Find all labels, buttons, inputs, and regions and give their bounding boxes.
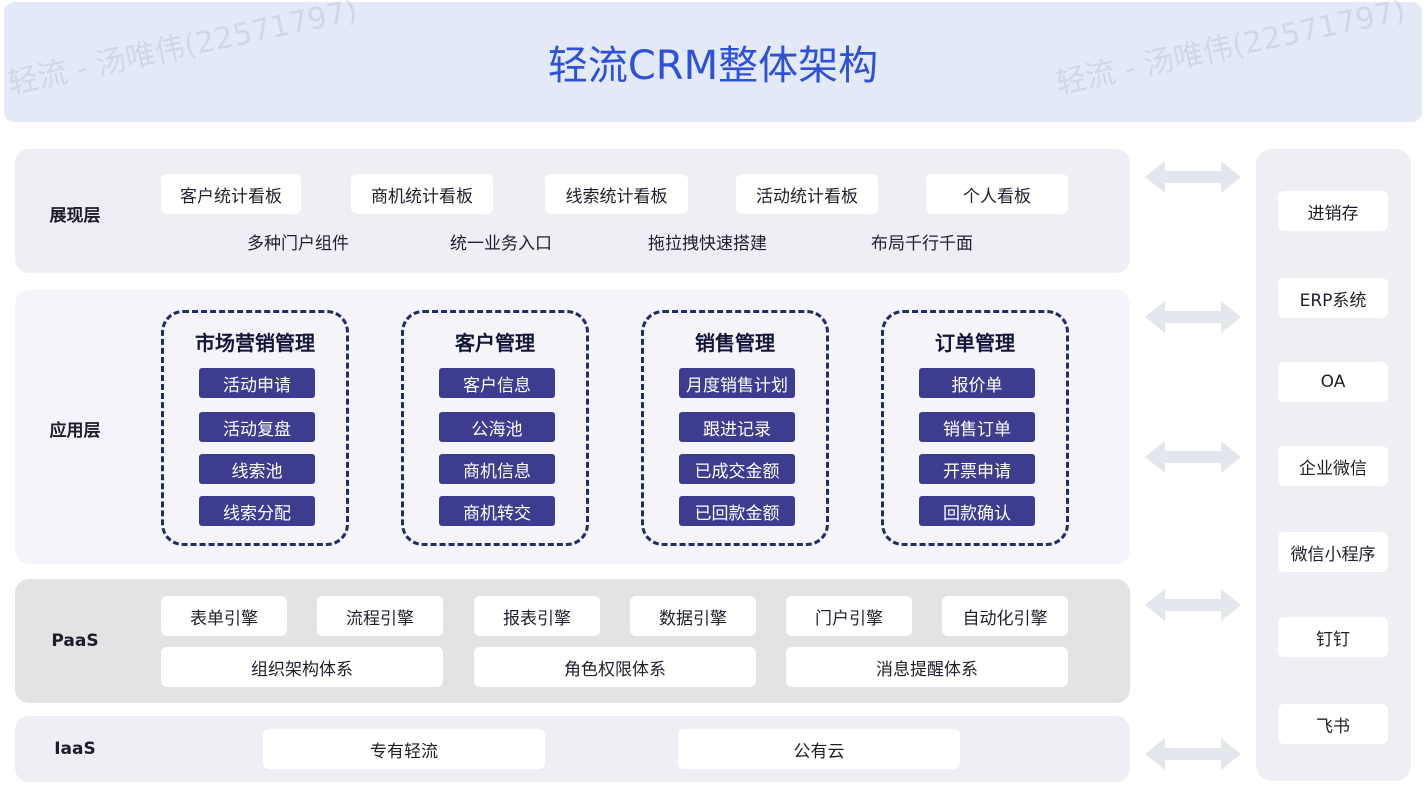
module-item: 活动申请 xyxy=(199,368,315,398)
module-item: 客户信息 xyxy=(439,368,555,398)
layer-label-application: 应用层 xyxy=(49,421,101,441)
engine-automation: 自动化引擎 xyxy=(942,596,1068,636)
feature-unified-entry: 统一业务入口 xyxy=(450,234,552,254)
watermark-right: 轻流 - 汤唯伟(22571797) xyxy=(1052,0,1409,102)
dashboard-lead: 线索统计看板 xyxy=(545,174,688,214)
module-item: 公海池 xyxy=(439,412,555,442)
integration-item: 进销存 xyxy=(1278,191,1388,231)
feature-drag-build: 拖拉拽快速搭建 xyxy=(648,234,767,254)
engine-report: 报表引擎 xyxy=(474,596,600,636)
integrations-panel: 进销存 ERP系统 OA 企业微信 微信小程序 钉钉 飞书 xyxy=(1256,149,1411,781)
module-item: 跟进记录 xyxy=(679,412,795,442)
module-item: 开票申请 xyxy=(919,454,1035,484)
double-arrow-icon xyxy=(1145,301,1241,333)
integration-item: 飞书 xyxy=(1278,704,1388,744)
engine-data: 数据引擎 xyxy=(630,596,756,636)
cloud-private: 专有轻流 xyxy=(263,729,545,769)
layer-label-paas: PaaS xyxy=(51,631,99,651)
module-item: 线索分配 xyxy=(199,496,315,526)
module-title: 订单管理 xyxy=(935,331,1015,355)
integration-item: 企业微信 xyxy=(1278,446,1388,486)
module-customer: 客户管理 客户信息 公海池 商机信息 商机转交 xyxy=(401,310,589,546)
double-arrow-icon xyxy=(1145,738,1241,770)
dashboard-opportunity: 商机统计看板 xyxy=(351,174,493,214)
engine-portal: 门户引擎 xyxy=(786,596,912,636)
module-title: 市场营销管理 xyxy=(195,331,315,355)
cloud-public: 公有云 xyxy=(678,729,960,769)
module-sales: 销售管理 月度销售计划 跟进记录 已成交金额 已回款金额 xyxy=(641,310,829,546)
module-item: 商机转交 xyxy=(439,496,555,526)
page-title: 轻流CRM整体架构 xyxy=(547,43,879,89)
feature-portal-components: 多种门户组件 xyxy=(247,234,349,254)
watermark-left: 轻流 - 汤唯伟(22571797) xyxy=(4,0,361,102)
module-item: 销售订单 xyxy=(919,412,1035,442)
iaas-layer: IaaS 专有轻流 公有云 xyxy=(15,716,1130,782)
double-arrow-icon xyxy=(1145,161,1241,193)
feature-custom-layout: 布局千行千面 xyxy=(871,234,973,254)
integration-item: ERP系统 xyxy=(1278,278,1388,318)
module-item: 活动复盘 xyxy=(199,412,315,442)
paas-layer: PaaS 表单引擎 流程引擎 报表引擎 数据引擎 门户引擎 自动化引擎 组织架构… xyxy=(15,579,1130,703)
engine-form: 表单引擎 xyxy=(161,596,287,636)
dashboard-activity: 活动统计看板 xyxy=(736,174,878,214)
double-arrow-icon xyxy=(1145,589,1241,621)
application-layer: 应用层 市场营销管理 活动申请 活动复盘 线索池 线索分配 客户管理 客户信息 … xyxy=(15,290,1130,564)
integration-item: 钉钉 xyxy=(1278,617,1388,657)
module-item: 商机信息 xyxy=(439,454,555,484)
module-item: 月度销售计划 xyxy=(679,368,795,398)
engine-workflow: 流程引擎 xyxy=(317,596,443,636)
integration-item: 微信小程序 xyxy=(1278,532,1388,572)
integration-item: OA xyxy=(1278,362,1388,402)
layer-label-iaas: IaaS xyxy=(54,739,96,759)
layer-label-presentation: 展现层 xyxy=(49,206,101,226)
double-arrow-icon xyxy=(1145,441,1241,473)
system-notification: 消息提醒体系 xyxy=(786,647,1068,687)
dashboard-personal: 个人看板 xyxy=(926,174,1068,214)
module-item: 线索池 xyxy=(199,454,315,484)
module-title: 销售管理 xyxy=(695,331,775,355)
module-title: 客户管理 xyxy=(455,331,535,355)
module-item: 已回款金额 xyxy=(679,496,795,526)
module-order: 订单管理 报价单 销售订单 开票申请 回款确认 xyxy=(881,310,1069,546)
module-marketing: 市场营销管理 活动申请 活动复盘 线索池 线索分配 xyxy=(161,310,349,546)
system-org: 组织架构体系 xyxy=(161,647,443,687)
presentation-layer: 展现层 客户统计看板 商机统计看板 线索统计看板 活动统计看板 个人看板 多种门… xyxy=(15,149,1130,273)
module-item: 报价单 xyxy=(919,368,1035,398)
module-item: 回款确认 xyxy=(919,496,1035,526)
module-item: 已成交金额 xyxy=(679,454,795,484)
system-permission: 角色权限体系 xyxy=(474,647,756,687)
dashboard-customer: 客户统计看板 xyxy=(161,174,301,214)
title-banner: 轻流 - 汤唯伟(22571797) 轻流 - 汤唯伟(22571797) 轻流… xyxy=(4,0,1422,122)
